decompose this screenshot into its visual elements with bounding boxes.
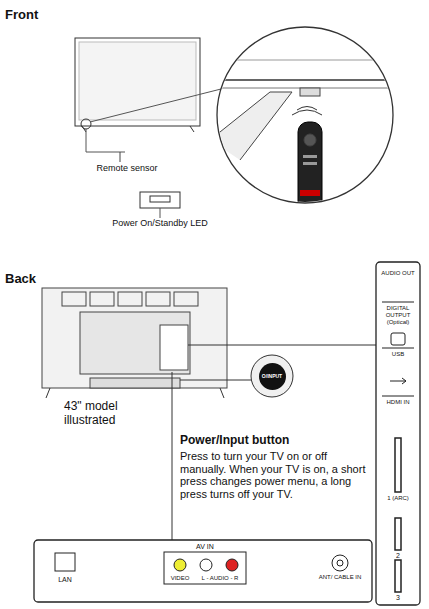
label-text: 3 [378, 594, 418, 602]
label-text: DIGITAL OUTPUT (Optical) [378, 305, 418, 326]
label-text: AV IN [174, 543, 236, 551]
label-text: AUDIO OUT [378, 270, 418, 277]
label-text: 1 (ARC) [378, 495, 418, 502]
label-text: Power On/Standby LED [100, 218, 220, 228]
label-text: Front [5, 8, 38, 23]
label-text: L - AUDIO - R [192, 575, 248, 582]
label-text: ANT/ CABLE IN [312, 574, 368, 581]
label-text: 43" model illustrated [64, 400, 152, 428]
label-text: Power/Input button [180, 434, 370, 448]
back-tv [42, 288, 378, 540]
front-tv [75, 38, 225, 218]
side-panel [376, 262, 420, 605]
label-text: Press to turn your TV on or off manually… [180, 450, 370, 501]
label-text: Remote sensor [92, 163, 162, 173]
button-circle: O/INPUT [259, 363, 286, 390]
bottom-panel [34, 540, 372, 602]
magnified-view [210, 27, 400, 212]
label-text: HDMI IN [378, 399, 418, 406]
label-text: Back [5, 272, 36, 287]
label-text: USB [378, 351, 418, 358]
label-text: LAN [48, 576, 82, 584]
button-label: O/INPUT [262, 373, 282, 379]
label-text: 2 [378, 552, 418, 560]
label-text: VIDEO [164, 575, 196, 582]
